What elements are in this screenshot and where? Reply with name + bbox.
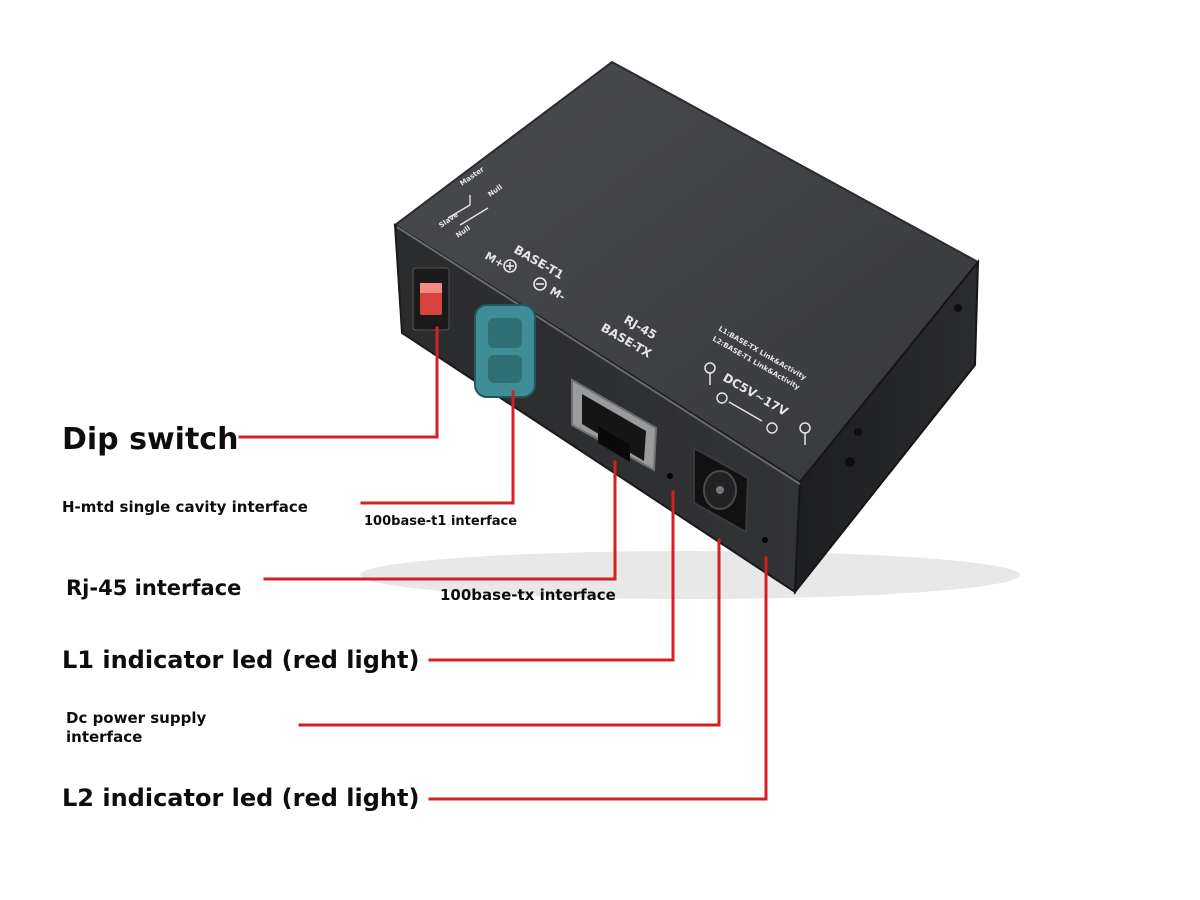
l2-led-hole bbox=[762, 537, 768, 543]
label-l2-led: L2 indicator led (red light) bbox=[62, 784, 420, 812]
label-rj45-interface: Rj-45 interface bbox=[66, 576, 242, 600]
label-l1-led: L1 indicator led (red light) bbox=[62, 646, 420, 674]
label-dc-power-line2: interface bbox=[66, 728, 143, 746]
screw-hole bbox=[854, 428, 862, 436]
label-dc-power: Dc power supply interface bbox=[66, 709, 306, 747]
screw-hole bbox=[954, 304, 962, 312]
hmtd-cavity bbox=[488, 355, 522, 383]
label-hmtd-interface: H-mtd single cavity interface bbox=[62, 498, 308, 516]
edge-highlight bbox=[396, 226, 801, 485]
rj45-jack-port bbox=[582, 394, 646, 461]
dc-minus-symbol bbox=[716, 392, 728, 404]
housing-side-face bbox=[793, 259, 980, 596]
rj45-latch-slot bbox=[598, 426, 630, 462]
label-100base-t1: 100base-t1 interface bbox=[364, 514, 518, 529]
device-shadow bbox=[360, 551, 1020, 599]
label-100base-tx: 100base-tx interface bbox=[440, 586, 616, 604]
leader-line-rj45 bbox=[263, 460, 617, 581]
mode-arrow-icon bbox=[459, 207, 489, 226]
leader-line-dip-switch bbox=[238, 326, 439, 439]
minus-symbol bbox=[533, 277, 547, 291]
dip-switch-toggle-top bbox=[420, 283, 442, 293]
leader-line-l1-led bbox=[428, 490, 675, 662]
mode-arrow-icon bbox=[447, 195, 471, 219]
leader-line-dc-power bbox=[298, 538, 721, 727]
leader-line-l2-led bbox=[428, 556, 768, 801]
hmtd-cavity bbox=[488, 318, 522, 348]
dc-jack-pin bbox=[716, 486, 724, 494]
plus-symbol bbox=[503, 259, 517, 273]
label-dip-switch: Dip switch bbox=[62, 422, 239, 457]
dc-plus-symbol bbox=[766, 422, 778, 434]
screw-hole bbox=[845, 457, 855, 467]
leader-line-hmtd bbox=[360, 390, 515, 505]
label-dc-power-line1: Dc power supply bbox=[66, 709, 207, 727]
l1-led-hole bbox=[667, 473, 673, 479]
